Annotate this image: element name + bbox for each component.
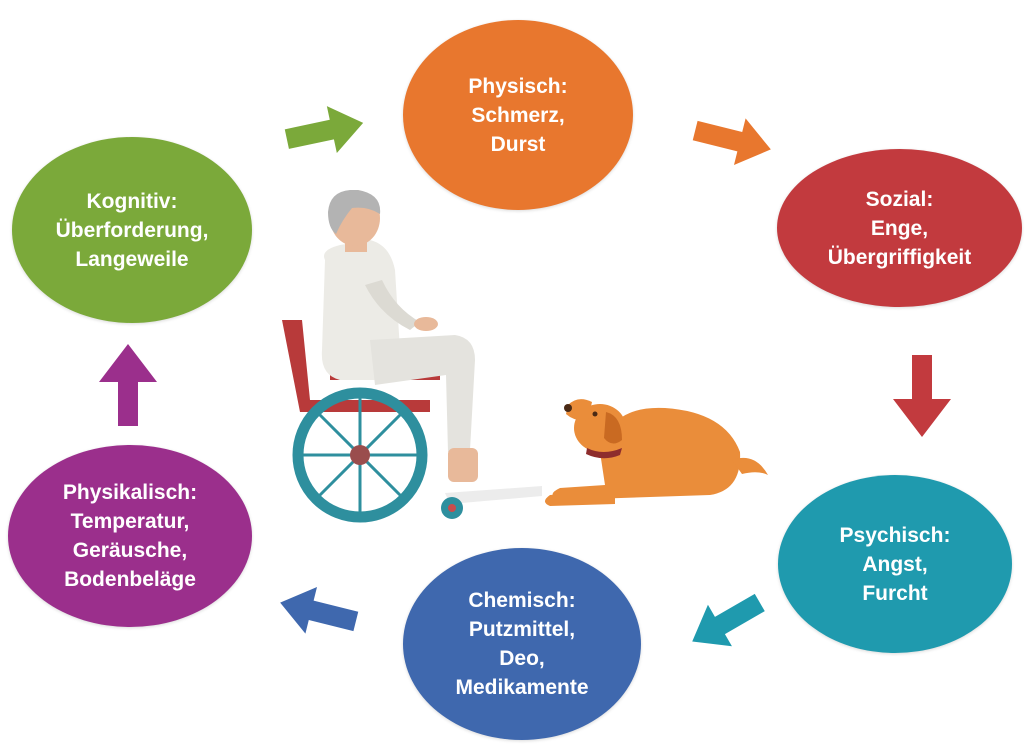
node-chemisch: Chemisch: Putzmittel, Deo, Medikamente <box>403 548 641 740</box>
arrow-physikalisch-to-kognitiv-icon <box>99 344 157 426</box>
node-physisch-line: Durst <box>490 132 546 156</box>
node-chemisch-title: Chemisch: <box>468 589 576 612</box>
node-physisch: Physisch: Schmerz, Durst <box>403 20 633 210</box>
node-kognitiv-label: Kognitiv: Überforderung, Langeweile <box>48 187 217 274</box>
node-physikalisch-line: Bodenbeläge <box>64 568 196 591</box>
node-kognitiv-title: Kognitiv: <box>86 189 178 213</box>
node-sozial-line: Enge, <box>870 216 929 240</box>
node-psychisch-title: Psychisch: <box>839 523 951 547</box>
arrow-chemisch-to-physikalisch-icon <box>280 587 359 634</box>
node-kognitiv: Kognitiv: Überforderung, Langeweile <box>12 137 252 323</box>
node-sozial-title: Sozial: <box>865 187 934 211</box>
node-psychisch: Psychisch: Angst, Furcht <box>778 475 1012 653</box>
arrow-kognitiv-to-physisch-icon <box>284 106 364 154</box>
node-chemisch-line: Medikamente <box>455 676 589 699</box>
node-chemisch-label: Chemisch: Putzmittel, Deo, Medikamente <box>447 586 596 702</box>
arrow-psychisch-to-chemisch-icon <box>692 593 765 647</box>
node-sozial: Sozial: Enge, Übergriffigkeit <box>777 149 1022 307</box>
node-physikalisch-line: Temperatur, <box>70 510 190 533</box>
node-physikalisch-label: Physikalisch: Temperatur, Geräusche, Bod… <box>55 478 205 594</box>
node-chemisch-line: Deo, <box>499 647 545 670</box>
node-physikalisch-line: Geräusche, <box>72 539 188 562</box>
dog-icon <box>545 399 768 506</box>
node-physisch-line: Schmerz, <box>471 103 565 127</box>
node-psychisch-line: Furcht <box>862 581 928 605</box>
node-kognitiv-line: Langeweile <box>75 247 189 271</box>
node-psychisch-line: Angst, <box>862 552 928 576</box>
arrow-physisch-to-sozial-icon <box>692 118 771 165</box>
node-psychisch-label: Psychisch: Angst, Furcht <box>832 521 959 608</box>
node-sozial-label: Sozial: Enge, Übergriffigkeit <box>820 185 980 272</box>
node-physikalisch: Physikalisch: Temperatur, Geräusche, Bod… <box>8 445 252 627</box>
node-chemisch-line: Putzmittel, <box>468 618 576 641</box>
illustration <box>282 190 768 523</box>
node-physisch-title: Physisch: <box>468 74 568 98</box>
person-in-wheelchair-icon <box>282 190 542 523</box>
node-kognitiv-line: Überforderung, <box>55 218 209 242</box>
arrow-sozial-to-psychisch-icon <box>893 355 951 437</box>
node-physikalisch-title: Physikalisch: <box>62 481 198 504</box>
node-sozial-line: Übergriffigkeit <box>827 245 972 269</box>
node-physisch-label: Physisch: Schmerz, Durst <box>460 72 575 159</box>
